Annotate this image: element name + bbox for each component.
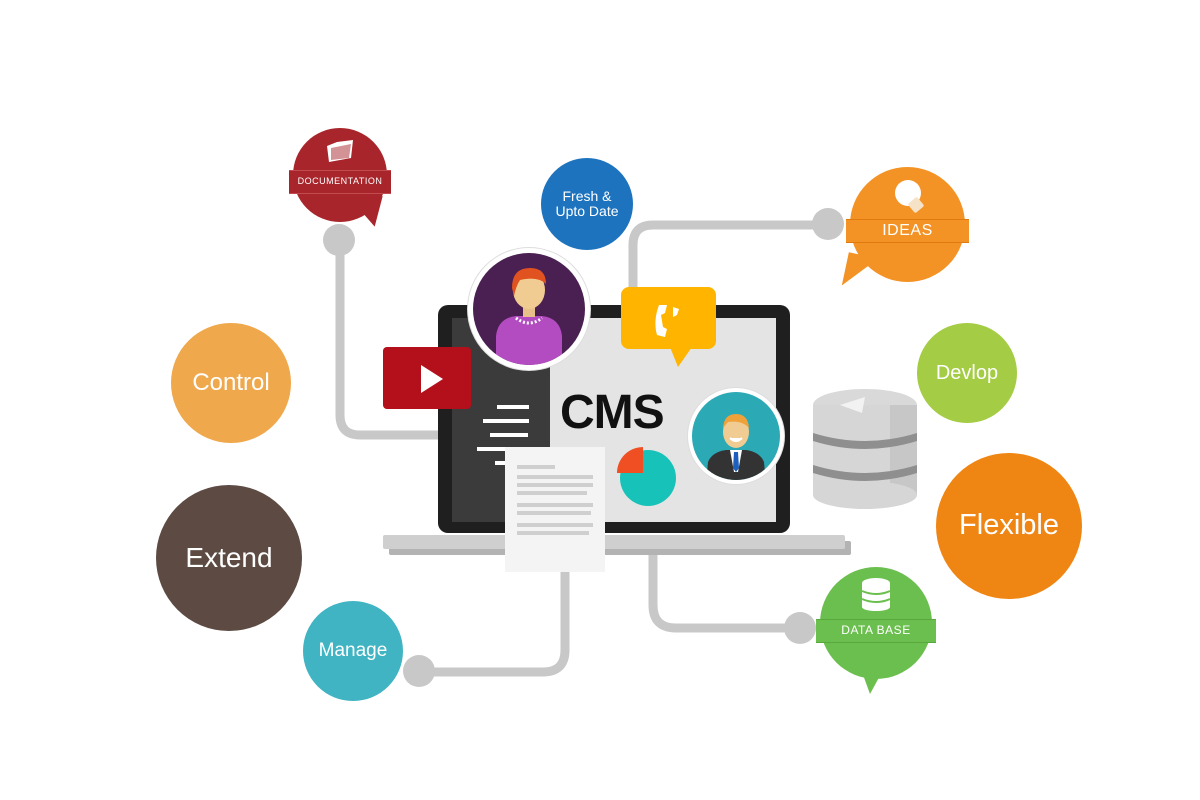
manage-node: Manage xyxy=(303,601,403,701)
devlop-node: Devlop xyxy=(917,323,1017,423)
lightbulb-icon xyxy=(895,180,924,213)
text-line xyxy=(483,419,529,423)
man-avatar xyxy=(688,388,784,484)
flexible-node: Flexible xyxy=(936,453,1082,599)
control-node: Control xyxy=(171,323,291,443)
laptop-base xyxy=(383,535,845,549)
database-server-icon xyxy=(813,389,917,509)
text-line xyxy=(497,405,529,409)
document-paper xyxy=(505,447,605,572)
woman-avatar xyxy=(468,248,590,370)
fresh-node: Fresh & Upto Date xyxy=(541,158,633,250)
database-icon xyxy=(861,578,891,611)
devlop-label: Devlop xyxy=(935,362,999,384)
fresh-label-line2: Upto Date xyxy=(555,203,619,219)
documentation-node: DOCUMENTATION xyxy=(289,128,391,222)
bubble-tail xyxy=(862,672,882,694)
fresh-label-line1: Fresh & xyxy=(562,187,612,204)
text-line xyxy=(490,433,528,437)
ideas-node: IDEAS xyxy=(846,167,969,282)
pie-chart-icon xyxy=(617,447,676,506)
cms-title: CMS xyxy=(560,386,665,439)
flexible-label: Flexible xyxy=(959,509,1059,542)
database-label: DATA BASE xyxy=(816,619,936,643)
extend-label: Extend xyxy=(185,541,273,573)
documentation-label: DOCUMENTATION xyxy=(289,170,391,194)
ideas-label: IDEAS xyxy=(846,219,969,243)
text-line xyxy=(477,447,529,451)
database-node: DATA BASE xyxy=(816,567,936,679)
bubble-tail xyxy=(670,347,692,367)
manage-label: Manage xyxy=(318,639,388,661)
woman-avatar-icon xyxy=(473,253,585,365)
phone-chat-icon xyxy=(621,287,716,349)
extend-node: Extend xyxy=(156,485,302,631)
folder-icon xyxy=(327,140,353,162)
control-label: Control xyxy=(192,368,270,396)
video-play-icon xyxy=(383,347,471,409)
man-avatar-icon xyxy=(692,392,780,480)
